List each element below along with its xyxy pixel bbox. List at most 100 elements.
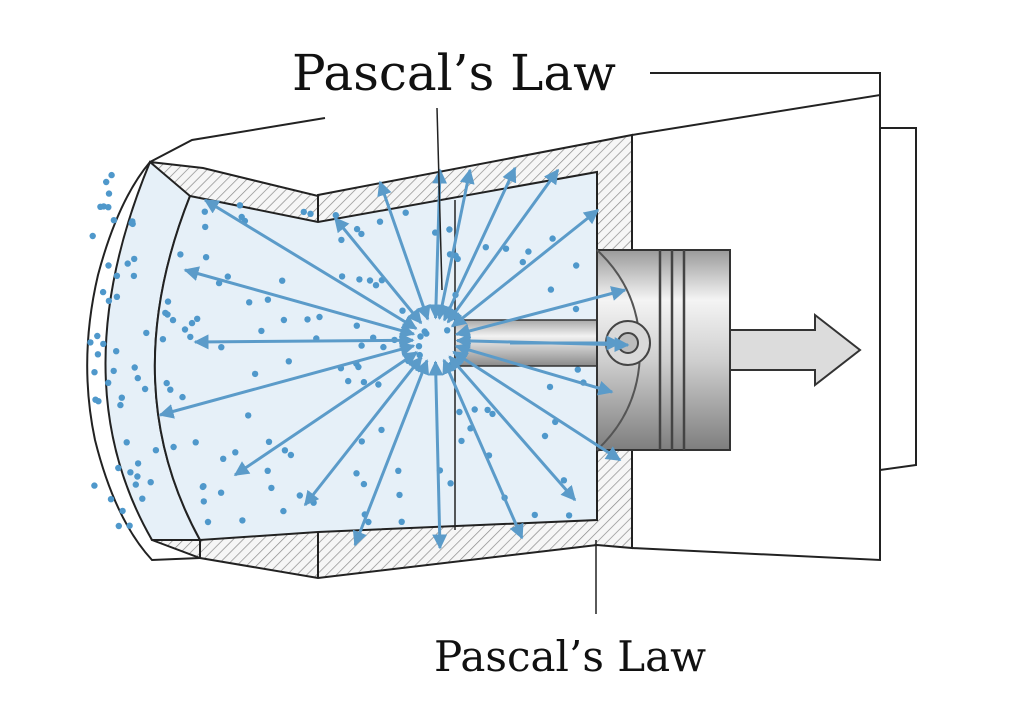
fluid-particle <box>458 437 465 445</box>
fluid-particle <box>264 467 271 474</box>
fluid-particle <box>358 438 365 445</box>
fluid-particle <box>103 178 110 186</box>
fluid-particle <box>179 393 186 401</box>
fluid-particle <box>353 322 360 329</box>
fluid-particle <box>218 344 225 351</box>
fluid-particle <box>199 483 206 491</box>
fluid-particle <box>105 297 113 305</box>
fluid-particle <box>130 272 138 280</box>
fluid-particle <box>251 370 259 378</box>
fluid-particle <box>113 348 120 355</box>
fluid-particle <box>285 358 292 365</box>
fluid-particle <box>454 255 461 263</box>
fluid-particle <box>573 262 580 269</box>
fluid-particle <box>92 396 99 403</box>
double-headed-arrow-icon <box>454 342 614 396</box>
fluid-particle <box>89 232 96 240</box>
fluid-particle <box>447 480 454 487</box>
fluid-particle <box>105 379 112 386</box>
fluid-particle <box>398 518 405 525</box>
fluid-particle <box>87 339 94 346</box>
fluid-particle <box>471 406 478 413</box>
fluid-particle <box>134 460 142 467</box>
fluid-particle <box>353 225 361 233</box>
fluid-particle <box>280 507 287 515</box>
fluid-particle <box>110 217 118 224</box>
double-headed-arrow-icon <box>333 216 423 325</box>
fluid-particle <box>531 511 538 519</box>
double-headed-arrow-icon <box>352 359 430 547</box>
fluid-particle <box>110 367 117 375</box>
fluid-particle <box>280 316 288 324</box>
fluid-particle <box>94 351 102 358</box>
fluid-particle <box>100 340 107 348</box>
fluid-particle <box>378 426 385 434</box>
fluid-particle <box>316 313 323 321</box>
fluid-particle <box>546 383 554 391</box>
fluid-particle <box>399 307 406 314</box>
fluid-particle <box>415 343 423 350</box>
fluid-particle <box>99 288 107 296</box>
fluid-particle <box>107 496 115 503</box>
diagram-title: Pascal’s Law <box>292 44 616 102</box>
fluid-particle <box>484 406 491 414</box>
fluid-particle <box>124 260 131 267</box>
fluid-particle <box>246 299 253 306</box>
right-arrow-icon <box>729 312 862 388</box>
housing-outline <box>149 72 917 562</box>
fluid-particle <box>446 226 453 233</box>
fluid-particle <box>170 443 177 451</box>
fluid-particle <box>113 293 121 300</box>
fluid-particle <box>126 522 133 529</box>
diagram-caption: Pascal’s Law <box>434 632 707 681</box>
fluid-particle <box>456 408 463 416</box>
fluid-particle <box>345 377 352 385</box>
fluid-particle <box>127 469 134 476</box>
fluid-particle <box>574 366 581 373</box>
fluid-particle <box>421 328 428 335</box>
fluid-particle <box>402 209 409 216</box>
fluid-particle <box>181 326 189 333</box>
fluid-particle <box>236 202 244 209</box>
fluid-particle <box>220 455 227 462</box>
fluid-particle <box>519 258 526 266</box>
fluid-particle <box>188 319 196 327</box>
fluid-particle <box>372 282 380 289</box>
fluid-particle <box>192 439 199 446</box>
fluid-particle <box>97 203 104 210</box>
fluid-particle <box>360 378 368 386</box>
fluid-particle <box>268 484 275 492</box>
fluid-particle <box>338 273 346 280</box>
fluid-particle <box>264 296 272 303</box>
fluid-particle <box>94 332 101 340</box>
fluid-particle <box>115 522 123 530</box>
fluid-particle <box>549 235 556 242</box>
fluid-particle <box>376 218 384 225</box>
fluid-particle <box>91 369 98 376</box>
fluid-particle <box>134 374 141 382</box>
fluid-particle <box>258 327 265 335</box>
fluid-particle <box>395 467 402 474</box>
fluid-particle <box>380 343 387 351</box>
pressure-arrows <box>158 166 630 550</box>
fluid-particle <box>132 481 139 488</box>
fluid-particle <box>338 236 345 244</box>
fluid-particle <box>358 342 365 349</box>
fluid-particle <box>245 412 252 419</box>
fluid-particle <box>131 364 138 371</box>
fluid-particle <box>525 248 532 255</box>
fluid-particle <box>177 251 184 258</box>
fluid-particle <box>118 394 126 401</box>
fluid-particle <box>232 449 239 456</box>
fluid-particle <box>201 208 208 215</box>
fluid-particle <box>310 499 317 506</box>
fluid-particle <box>194 315 201 322</box>
fluid-particle <box>300 208 307 216</box>
fluid-particle <box>204 518 212 526</box>
fluid-particle <box>131 255 138 263</box>
fluid-particle <box>167 386 174 393</box>
fluid-particle <box>128 219 135 227</box>
fluid-particle <box>417 333 424 340</box>
fluid-particle <box>296 492 303 499</box>
